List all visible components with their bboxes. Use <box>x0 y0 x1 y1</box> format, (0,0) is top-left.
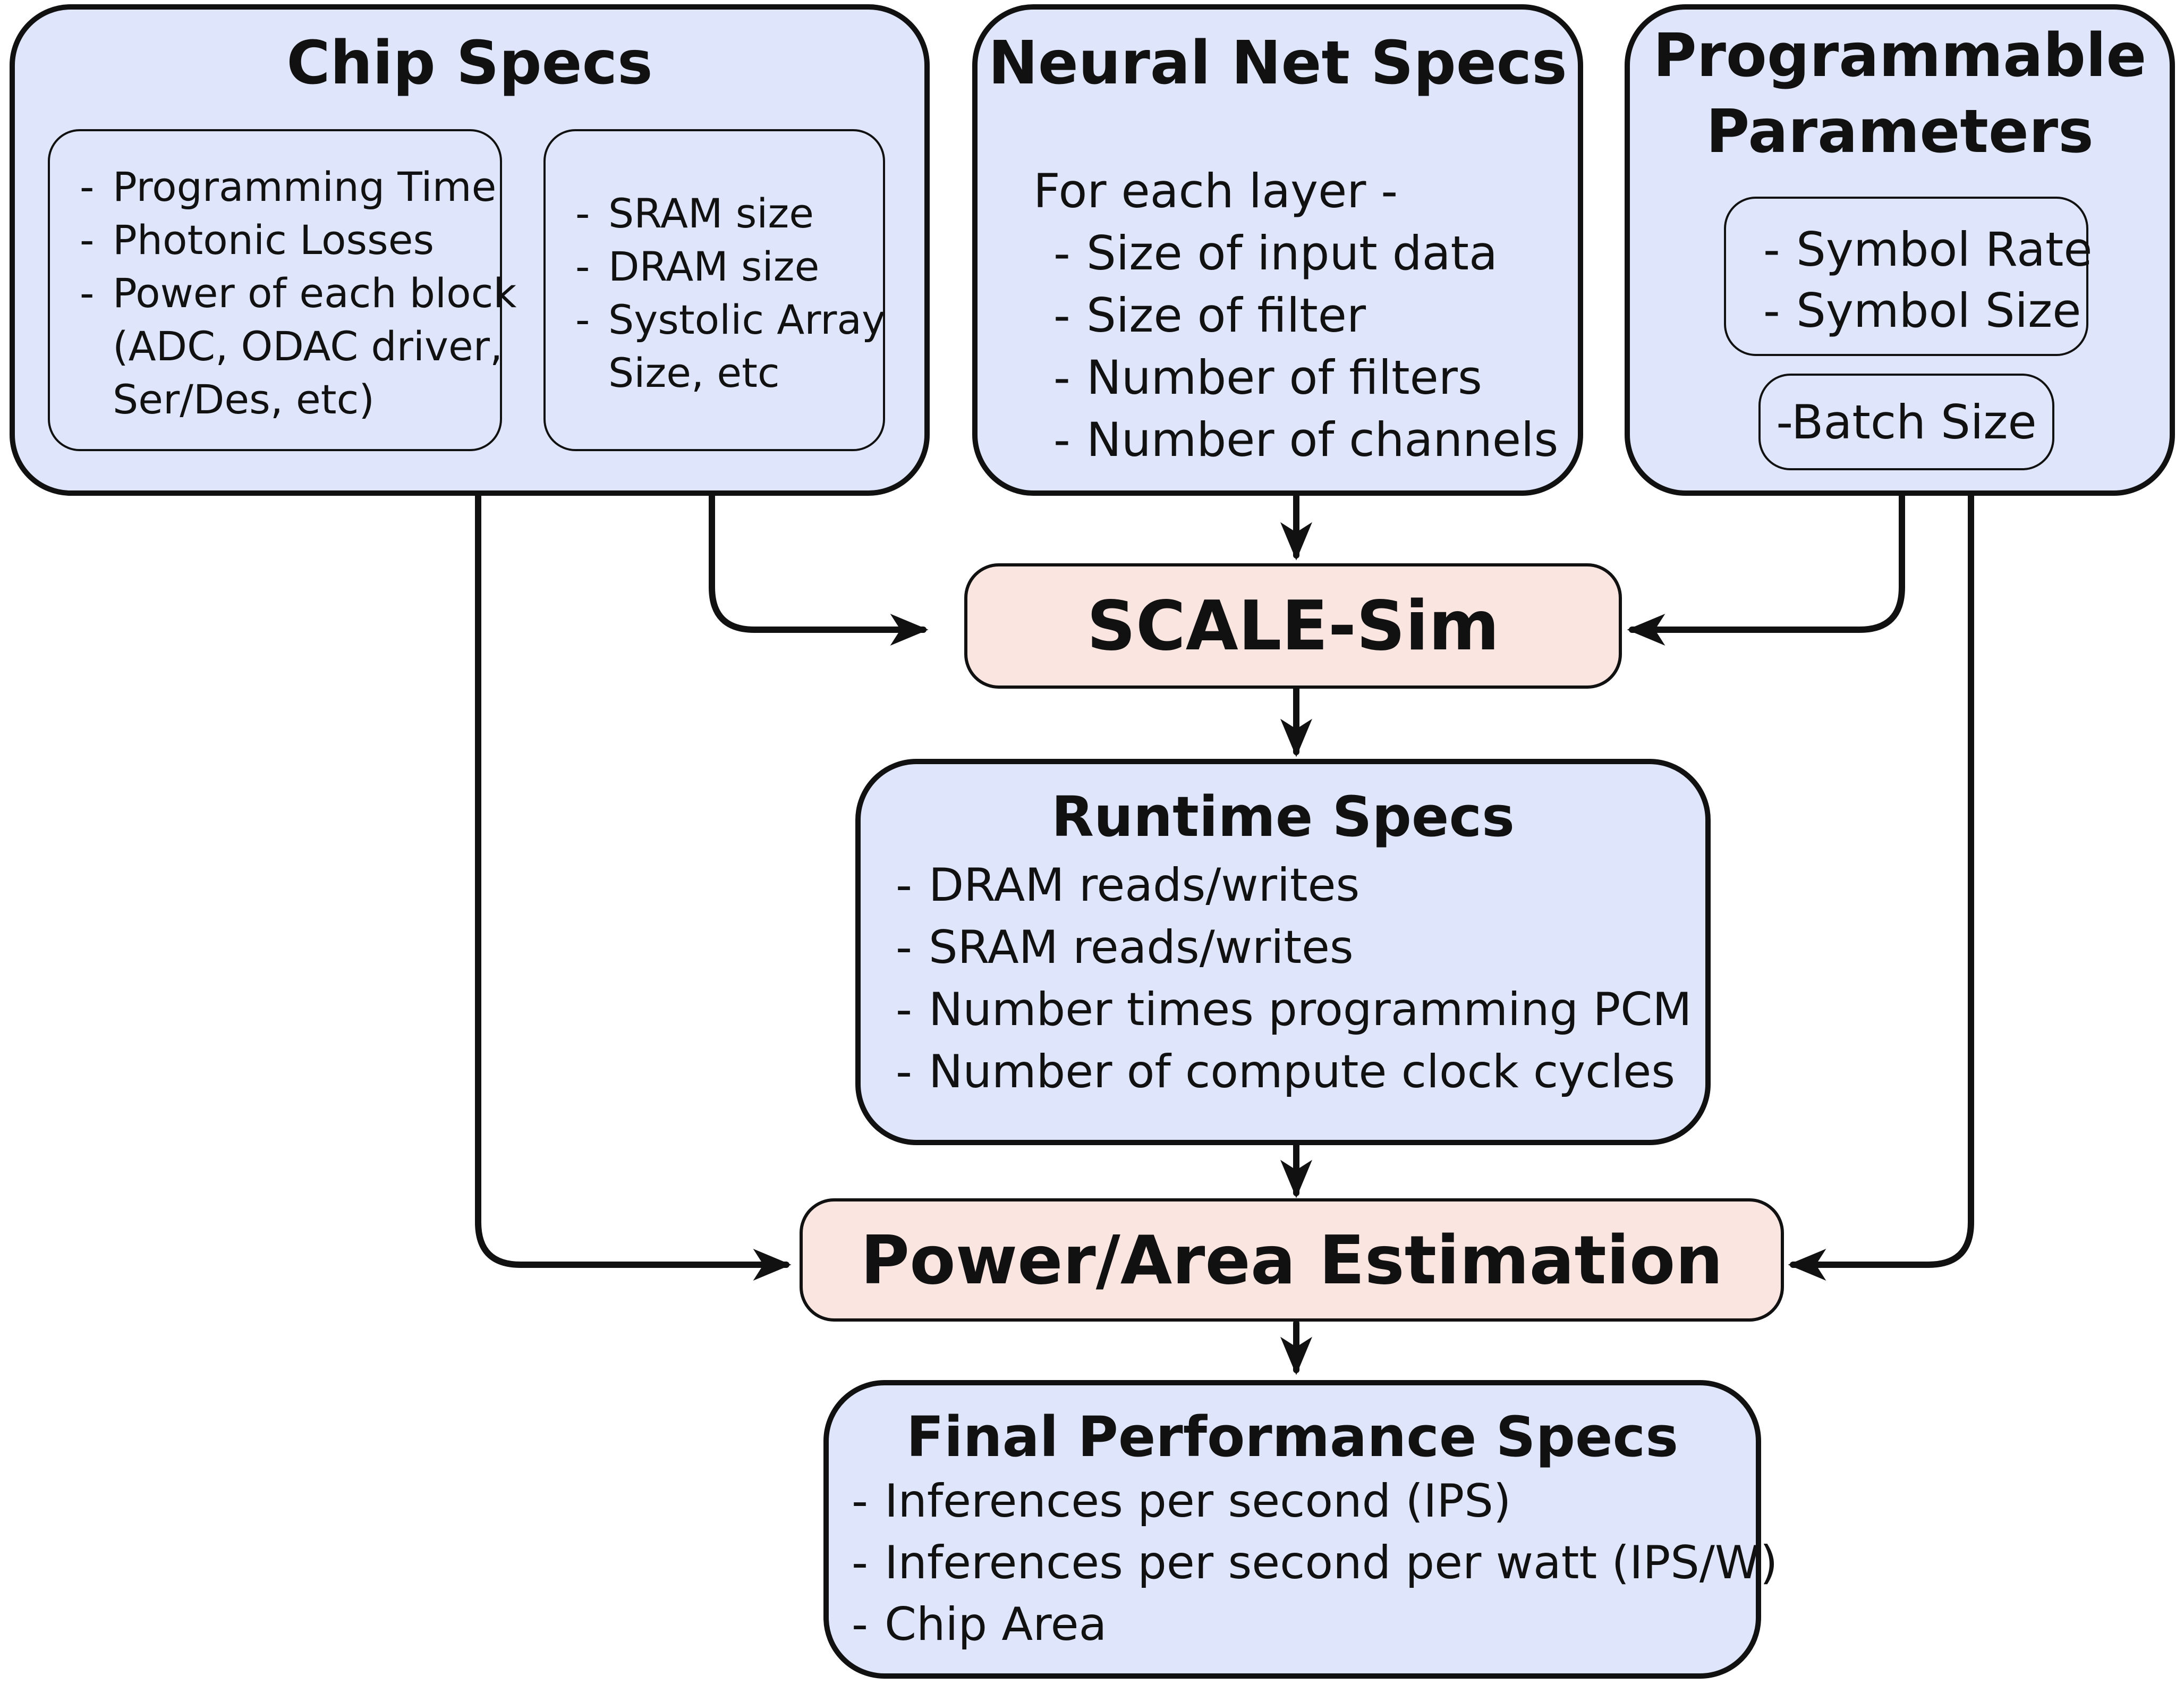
programmable-parameters-box: Programmable Parameters -Symbol Rate -Sy… <box>1625 4 2175 496</box>
neural-net-specs-lead: For each layer - <box>1033 164 1398 218</box>
final-performance-specs-list: -Inferences per second (IPS) -Inferences… <box>852 1470 1778 1655</box>
batch-size-label: -Batch Size <box>1776 394 2037 450</box>
runtime-specs-list: -DRAM reads/writes -SRAM reads/writes -N… <box>896 854 1692 1103</box>
arrow-batch-to-scalesim <box>1627 458 1905 646</box>
chip-specs-list-2: -SRAM size -DRAM size -Systolic Array Si… <box>575 187 886 400</box>
list-item-continuation: Ser/Des, etc) <box>113 376 375 423</box>
chip-specs-group-2: -SRAM size -DRAM size -Systolic Array Si… <box>543 129 886 451</box>
runtime-specs-title: Runtime Specs <box>1051 784 1515 849</box>
final-performance-specs-title: Final Performance Specs <box>906 1404 1679 1469</box>
list-item: -Symbol Rate <box>1763 222 2093 277</box>
list-item: -Systolic Array <box>575 296 886 343</box>
neural-net-specs-list: -Size of input data -Size of filter -Num… <box>1053 222 1559 471</box>
list-item-continuation: Size, etc <box>608 349 780 396</box>
list-item: -Size of input data <box>1053 226 1498 281</box>
list-item: -Photonic Losses <box>80 216 435 264</box>
programmable-parameters-title-line-2: Parameters <box>1706 97 2094 166</box>
neural-net-specs-title: Neural Net Specs <box>988 29 1567 98</box>
list-item: -DRAM reads/writes <box>896 859 1360 912</box>
list-item: -Power of each block <box>80 269 517 317</box>
chip-specs-list-1: -Programming Time -Photonic Losses -Powe… <box>80 160 517 426</box>
list-item: -Number of filters <box>1053 350 1482 405</box>
list-item: -Inferences per second per watt (IPS/W) <box>852 1536 1778 1589</box>
scale-sim-box: SCALE-Sim <box>964 563 1622 689</box>
symbol-params-list: -Symbol Rate -Symbol Size <box>1763 219 2093 341</box>
list-item-continuation: (ADC, ODAC driver, <box>113 323 503 370</box>
runtime-specs-box: Runtime Specs -DRAM reads/writes -SRAM r… <box>855 759 1711 1145</box>
symbol-params-group: -Symbol Rate -Symbol Size <box>1724 197 2093 356</box>
list-item: -Inferences per second (IPS) <box>852 1475 1511 1528</box>
list-item: -Number times programming PCM <box>896 983 1692 1036</box>
list-item: -SRAM size <box>575 190 814 237</box>
chip-specs-group-1: -Programming Time -Photonic Losses -Powe… <box>48 129 516 451</box>
list-item: -Number of compute clock cycles <box>896 1045 1676 1098</box>
arrow-chipspecs-to-power <box>475 491 792 1281</box>
neural-net-specs-box: Neural Net Specs For each layer - -Size … <box>972 4 1583 496</box>
list-item: -Programming Time <box>80 163 497 210</box>
arrow-progparams-to-power <box>1788 491 1974 1281</box>
list-item: -Size of filter <box>1053 288 1366 343</box>
programmable-parameters-title-line-1: Programmable <box>1653 21 2147 90</box>
chip-specs-box: Chip Specs -Programming Time -Photonic L… <box>10 4 930 496</box>
power-area-estimation-label: Power/Area Estimation <box>860 1221 1723 1299</box>
arrow-sram-to-scalesim <box>709 442 929 646</box>
list-item: -SRAM reads/writes <box>896 921 1354 974</box>
list-item: -Chip Area <box>852 1598 1107 1651</box>
power-area-estimation-box: Power/Area Estimation <box>800 1198 1784 1322</box>
chip-specs-title: Chip Specs <box>286 29 653 98</box>
list-item: -Number of channels <box>1053 412 1559 467</box>
batch-size-box: -Batch Size <box>1758 374 2054 470</box>
scale-sim-label: SCALE-Sim <box>1086 586 1500 666</box>
list-item: -DRAM size <box>575 243 820 290</box>
final-performance-specs-box: Final Performance Specs -Inferences per … <box>823 1380 1778 1679</box>
list-item: -Symbol Size <box>1763 283 2081 338</box>
